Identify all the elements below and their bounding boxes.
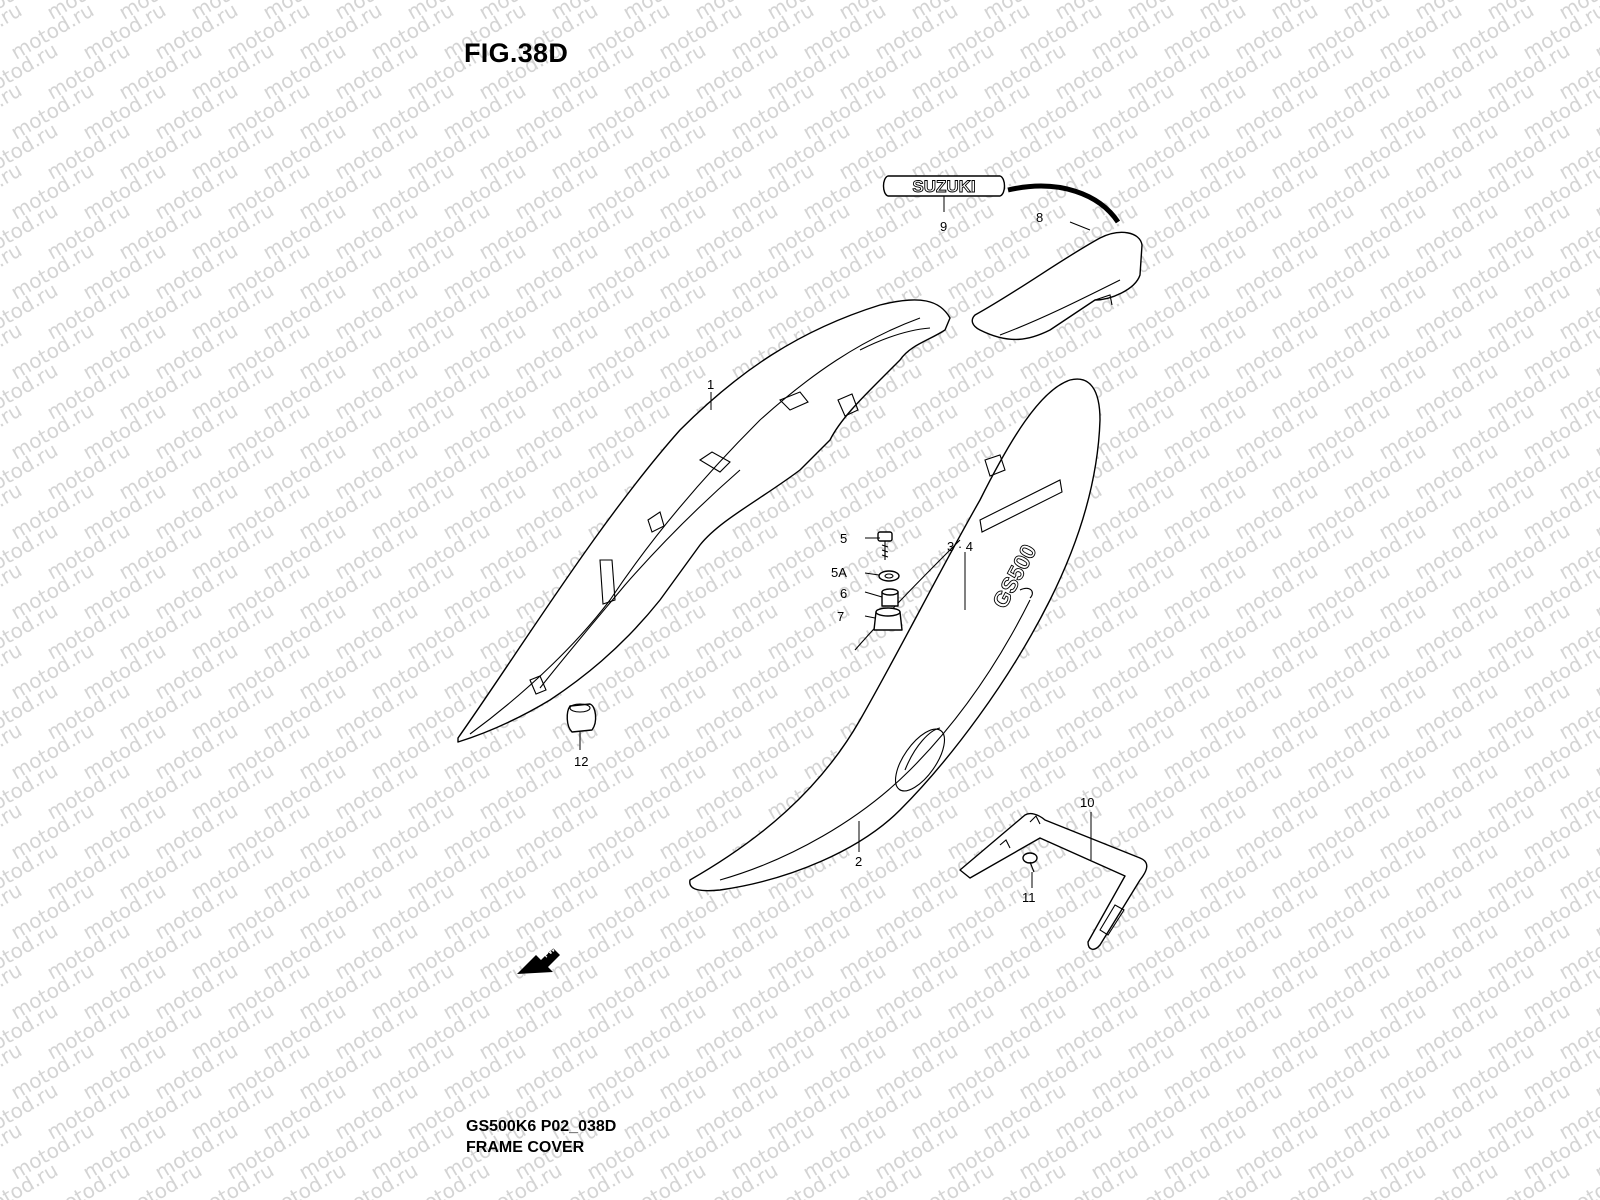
figure-name: FRAME COVER xyxy=(466,1139,585,1156)
grommet-part-12 xyxy=(566,703,597,733)
callout-3-4: 3 · 4 xyxy=(947,539,973,554)
callout-10: 10 xyxy=(1080,795,1094,810)
callout-2: 2 xyxy=(855,854,862,869)
callout-9: 9 xyxy=(940,219,947,234)
callout-5: 5 xyxy=(840,531,847,546)
callout-7: 7 xyxy=(837,609,844,624)
figure-code: GS500K6 P02_038D xyxy=(466,1118,617,1135)
callout-8: 8 xyxy=(1036,210,1043,225)
callout-1: 1 xyxy=(707,377,714,392)
callout-12: 12 xyxy=(574,754,588,769)
callout-5a: 5A xyxy=(831,565,847,580)
collar-part-6 xyxy=(881,588,899,607)
suzuki-emblem-part-9: SUZUKI xyxy=(882,175,1006,197)
callout-6: 6 xyxy=(840,586,847,601)
figure-title: FIG.38D xyxy=(464,38,569,68)
callout-11: 11 xyxy=(1022,890,1036,905)
washer-part-5a xyxy=(878,570,900,582)
cushion-part-7 xyxy=(873,607,903,631)
emblem-wordmark: SUZUKI xyxy=(912,177,975,196)
